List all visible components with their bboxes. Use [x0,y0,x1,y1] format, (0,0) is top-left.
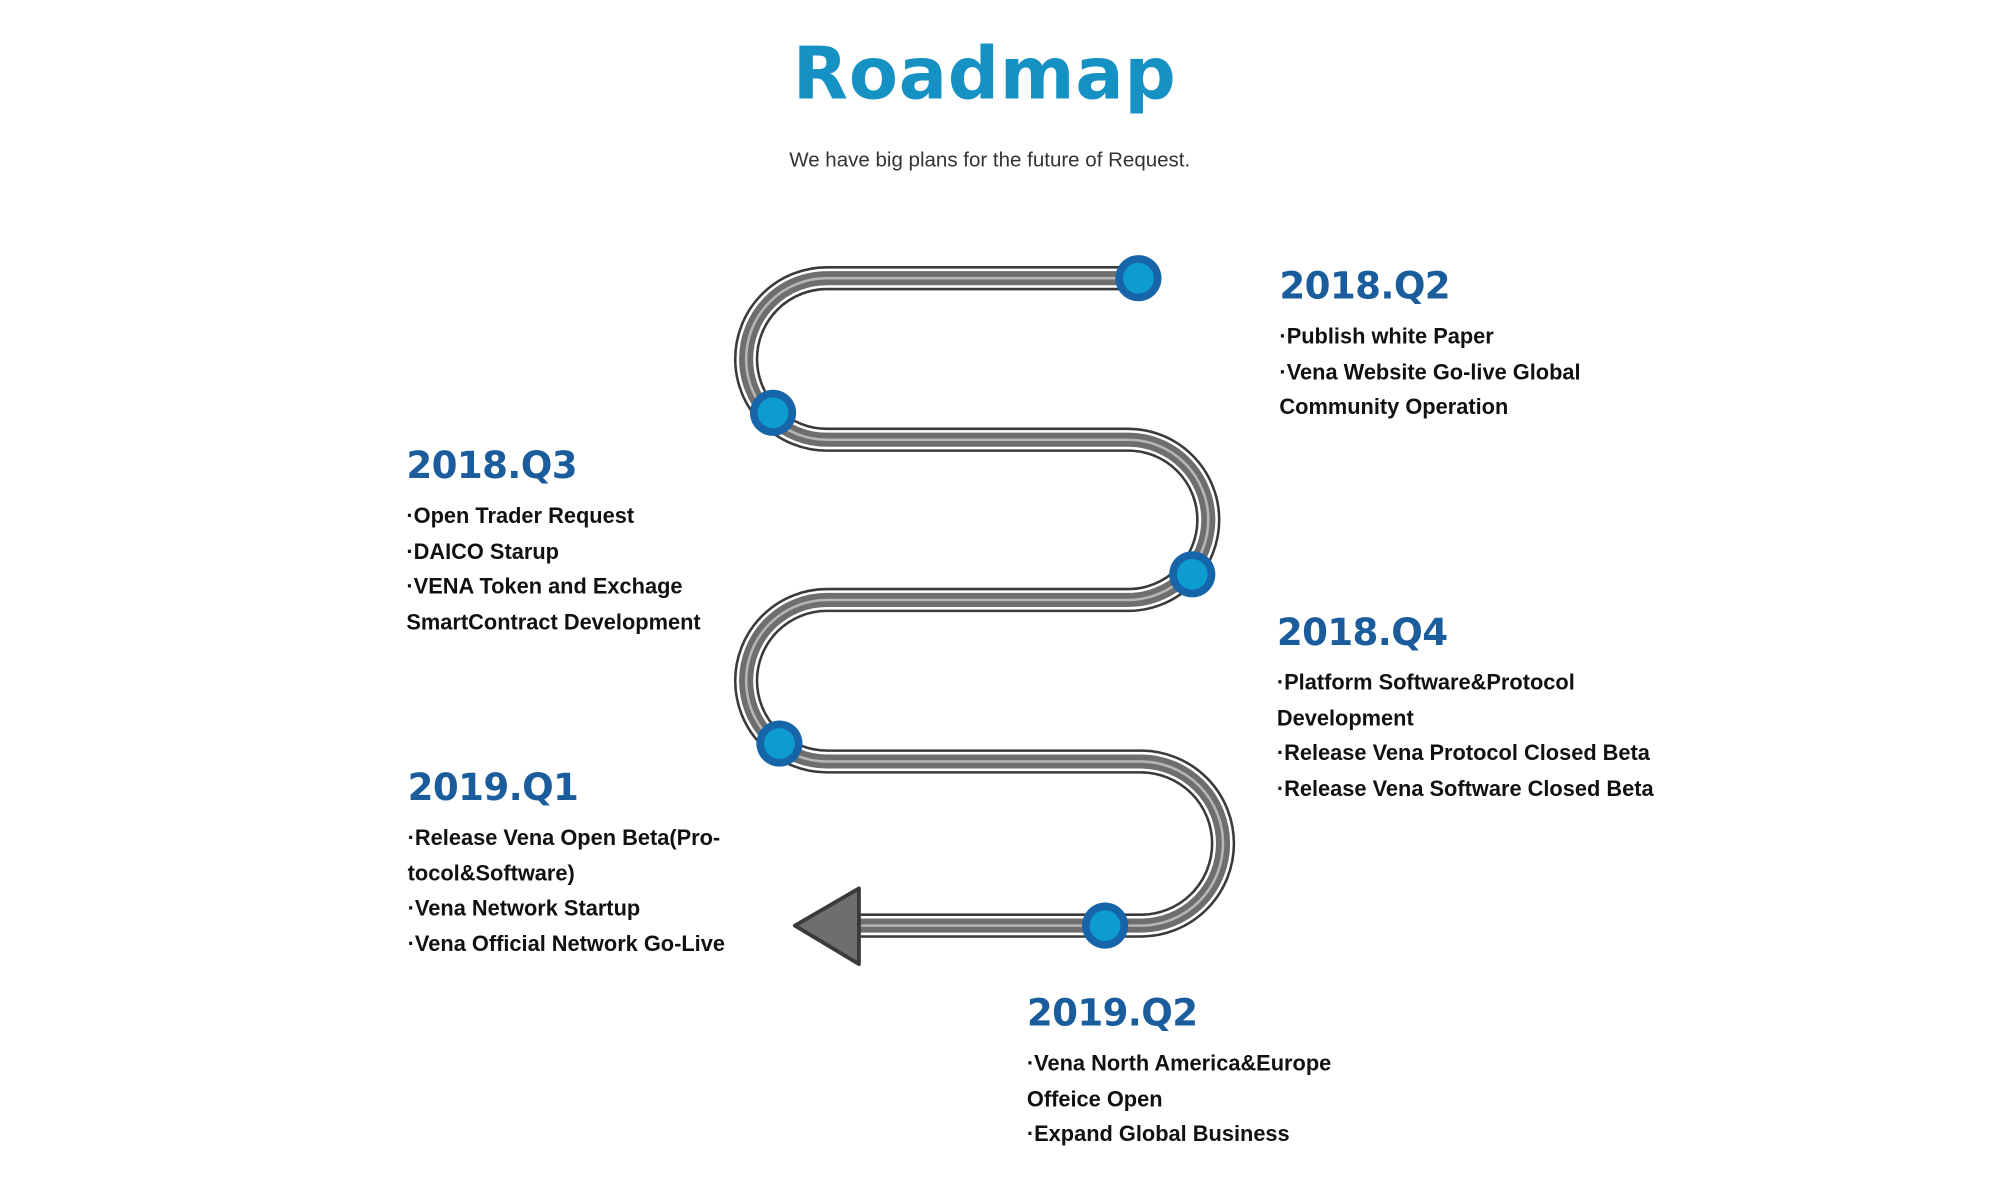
milestone-line: Development [1276,705,1414,731]
milestone-line: ·Vena Website Go-live Global [1279,359,1581,384]
milestone-period: 2018.Q3 [406,443,577,488]
milestone-period: 2018.Q2 [1279,264,1451,308]
milestone-line: ·Vena Network Startup [407,896,641,921]
milestone-line: ·DAICO Starup [406,539,559,564]
milestone-2018q2: 2018.Q2 ·Publish white Paper ·Vena Websi… [1279,263,1580,425]
milestone-2018q3: 2018.Q3 ·Open Trader Request ·DAICO Star… [406,442,700,639]
milestone-line: Community Operation [1279,394,1509,420]
milestone-line: ·Vena Official Network Go-Live [407,931,725,956]
milestone-2019q2: 2019.Q2 ·Vena North America&Europe Offei… [1027,990,1331,1152]
milestone-dot-2018q4 [1169,551,1216,598]
milestone-dot-2018q2 [1115,255,1162,302]
milestone-dot-2019q2 [1082,902,1129,949]
milestone-dot-2019q1 [756,720,803,767]
milestone-line: ·Open Trader Request [406,503,635,529]
milestone-period: 2019.Q1 [407,765,579,809]
milestone-line: ·VENA Token and Exchage [406,574,683,599]
page-title: Roadmap [792,33,1177,117]
milestone-line: SmartContract Development [406,609,701,634]
milestone-line: ·Vena North America&Europe [1026,1051,1332,1076]
milestone-line: ·Release Vena Protocol Closed Beta [1276,740,1650,766]
milestone-dot-2018q3 [749,389,797,436]
milestone-line: ·Platform Software&Protocol [1276,670,1575,695]
milestone-line: ·Publish white Paper [1279,324,1494,349]
milestone-period: 2019.Q2 [1026,990,1198,1035]
milestone-line: ·Release Vena Software Closed Beta [1276,776,1654,801]
milestone-2018q4: 2018.Q4 ·Platform Software&Protocol Deve… [1277,609,1654,806]
milestone-line: ·Release Vena Open Beta(Pro- [407,825,721,850]
milestone-period: 2018.Q4 [1276,610,1448,654]
page-subtitle: We have big plans for the future of Requ… [789,149,1191,172]
milestone-line: Offeice Open [1026,1086,1163,1111]
milestone-2019q1: 2019.Q1 ·Release Vena Open Beta(Pro- toc… [408,764,725,961]
milestone-line: tocol&Software) [407,860,575,886]
milestone-line: ·Expand Global Business [1026,1121,1290,1147]
arrow-head-icon [792,886,861,966]
